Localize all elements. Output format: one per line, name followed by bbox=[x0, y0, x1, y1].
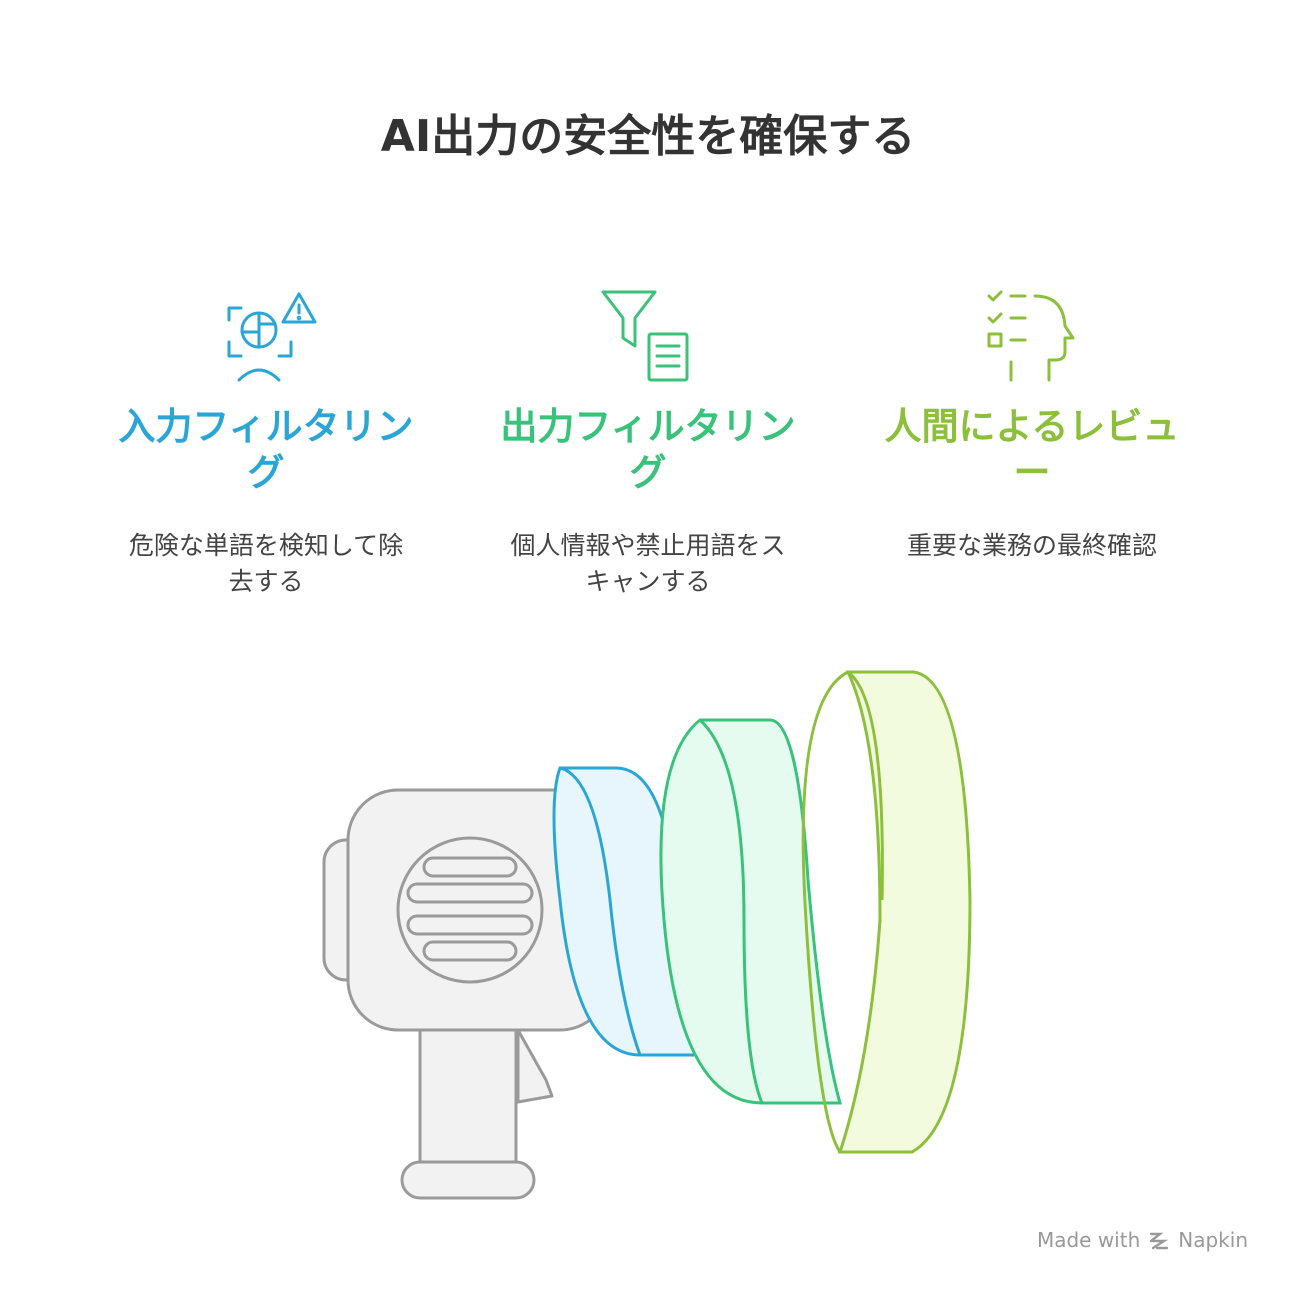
footer-credit: Made with Napkin bbox=[1037, 1228, 1248, 1252]
napkin-logo-icon bbox=[1150, 1232, 1169, 1250]
column-output-filtering: 出力フィルタリング 個人情報や禁止用語をスキャンする bbox=[498, 280, 798, 600]
column-description: 個人情報や禁止用語をスキャンする bbox=[510, 531, 786, 596]
column-heading: 出力フィルタリング bbox=[500, 405, 796, 494]
funnel-document-icon bbox=[601, 290, 689, 382]
column-heading: 入力フィルタリング bbox=[118, 405, 414, 494]
checklist-head-icon bbox=[987, 290, 1075, 382]
napkin-brand[interactable]: Napkin bbox=[1178, 1228, 1248, 1252]
wave-human-review bbox=[801, 670, 972, 1154]
megaphone-icon bbox=[322, 788, 612, 1200]
column-description: 重要な業務の最終確認 bbox=[906, 531, 1157, 560]
column-description: 危険な単語を検知して除去する bbox=[128, 531, 404, 596]
column-input-filtering: 入力フィルタリング 危険な単語を検知して除去する bbox=[116, 280, 416, 600]
face-scan-warning-icon bbox=[227, 292, 317, 382]
page-title: AI出力の安全性を確保する bbox=[380, 111, 916, 162]
column-human-review: 人間によるレビュー 重要な業務の最終確認 bbox=[882, 280, 1182, 564]
wave-output-filter bbox=[659, 718, 842, 1105]
column-heading: 人間によるレビュー bbox=[884, 405, 1180, 494]
made-with-label: Made with bbox=[1036, 1228, 1141, 1252]
